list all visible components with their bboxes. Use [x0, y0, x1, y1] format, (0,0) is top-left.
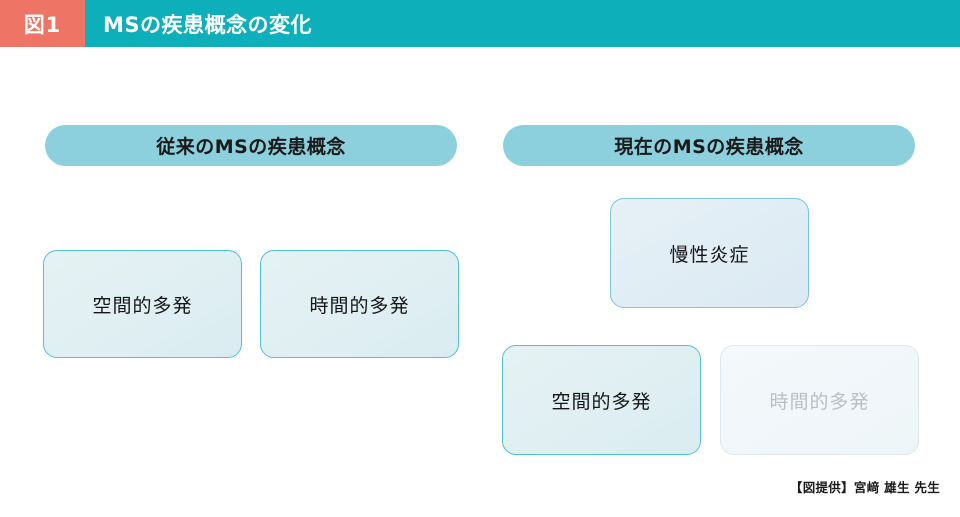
figure-header-bar: 図1 MSの疾患概念の変化	[0, 0, 960, 47]
concept-box-present-spatial: 空間的多発	[502, 345, 701, 455]
figure-number-badge: 図1	[0, 0, 85, 47]
column-title-past: 従来のMSの疾患概念	[45, 125, 457, 166]
diagram-canvas: 従来のMSの疾患概念 空間的多発 時間的多発 現在のMSの疾患概念 慢性炎症 空…	[0, 47, 960, 517]
concept-box-past-spatial: 空間的多発	[43, 250, 242, 358]
concept-box-present-chronic-inflammation: 慢性炎症	[610, 198, 809, 308]
figure-title: MSの疾患概念の変化	[103, 12, 313, 37]
concept-box-past-temporal: 時間的多発	[260, 250, 459, 358]
figure-credit: 【図提供】宮﨑 雄生 先生	[789, 480, 940, 495]
column-title-present: 現在のMSの疾患概念	[503, 125, 915, 166]
concept-box-present-temporal-faded: 時間的多発	[720, 345, 919, 455]
